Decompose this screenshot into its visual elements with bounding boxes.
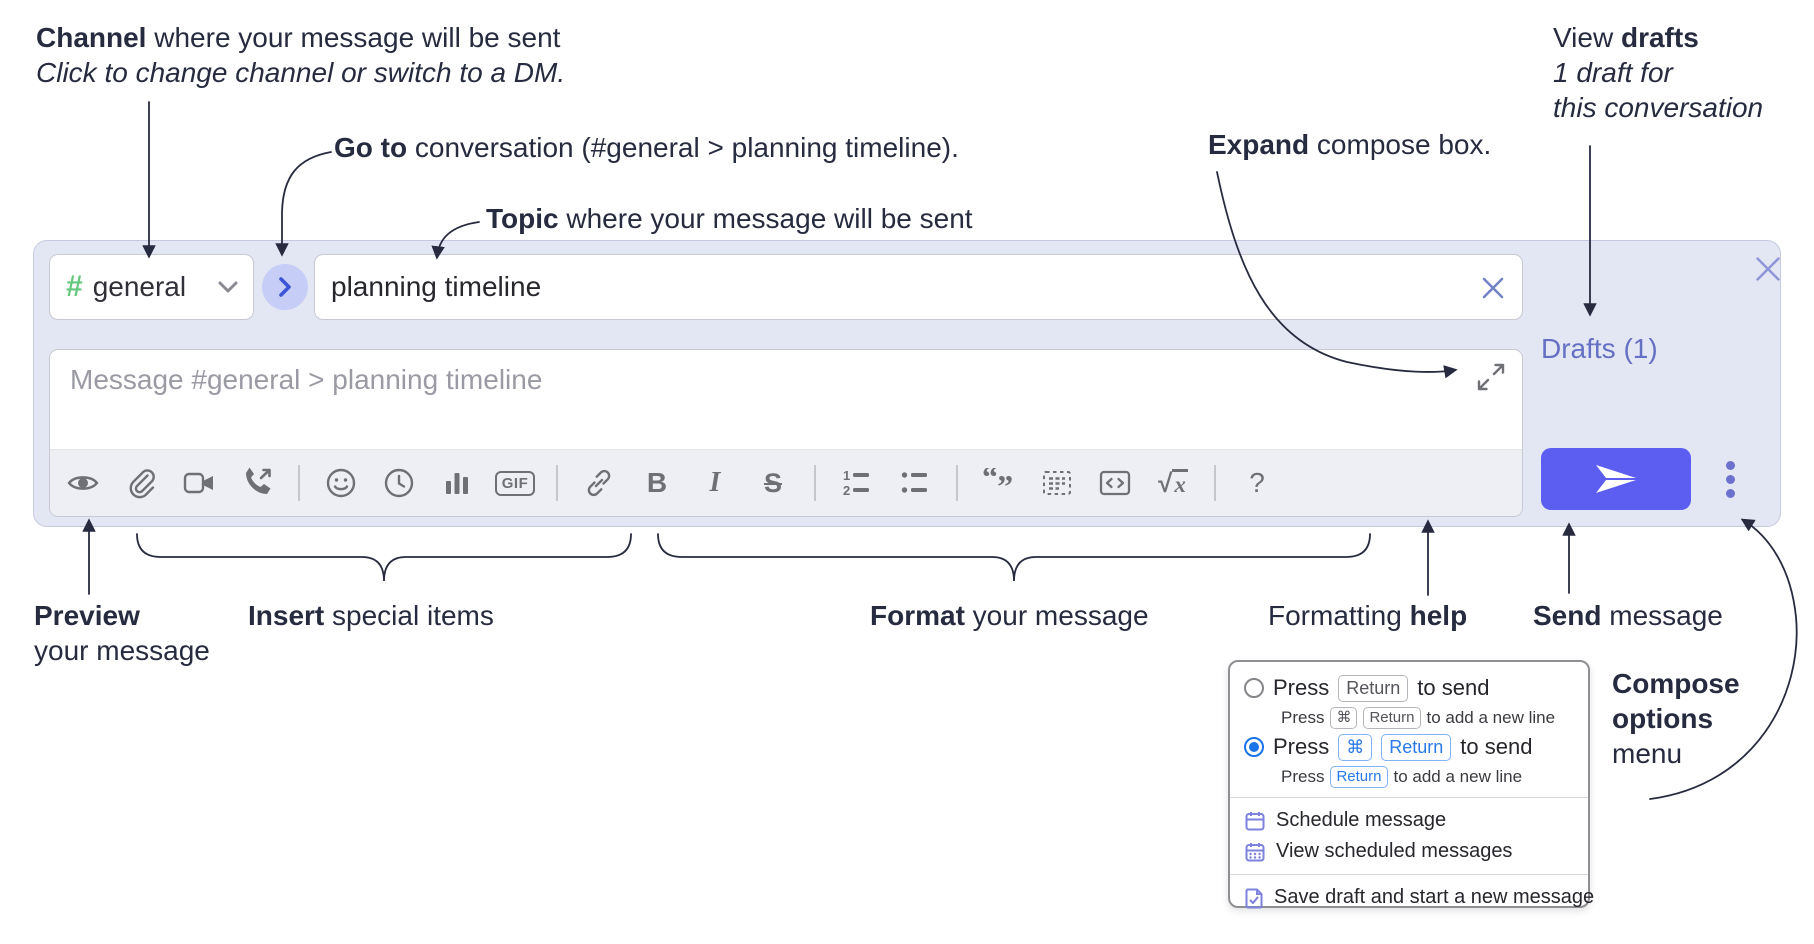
format-annotation: Format your message: [870, 600, 1149, 631]
calendar-grid-icon: [1244, 841, 1266, 863]
menu-text: Press: [1281, 707, 1325, 727]
compose-options-annotation: Compose options menu: [1612, 668, 1740, 769]
menu-divider: [1230, 797, 1588, 798]
menu-item-label: View scheduled messages: [1276, 840, 1513, 862]
bulleted-list-icon[interactable]: [898, 465, 932, 501]
spoiler-icon[interactable]: [1040, 465, 1074, 501]
menu-divider: [1230, 874, 1588, 875]
quote-icon[interactable]: “”: [982, 465, 1016, 501]
ellipsis-dot: [1725, 474, 1735, 484]
svg-text:“: “: [982, 468, 998, 495]
send-annotation: Send message: [1533, 600, 1723, 631]
toolbar-divider: [1214, 465, 1216, 501]
channel-name: general: [92, 271, 187, 302]
toolbar-divider: [298, 465, 300, 501]
toolbar-divider: [556, 465, 558, 501]
svg-text:2: 2: [843, 483, 850, 498]
menu-item-label: Schedule message: [1276, 809, 1447, 831]
compose-options-button[interactable]: [1708, 448, 1752, 510]
send-plane-icon: [1593, 463, 1639, 495]
toolbar-divider: [814, 465, 816, 501]
draft-check-icon: [1244, 887, 1264, 909]
kbd-key: ⌘: [1338, 733, 1373, 761]
menu-text: to add a new line: [1426, 707, 1556, 727]
view-drafts-annotation: View drafts 1 draft for this conversatio…: [1553, 22, 1764, 123]
go-to-conversation-button[interactable]: [262, 264, 308, 310]
gif-icon[interactable]: GIF: [494, 465, 536, 501]
drafts-link[interactable]: Drafts (1): [1541, 333, 1658, 364]
menu-item-schedule-message[interactable]: Schedule message: [1244, 805, 1574, 836]
code-icon[interactable]: [1098, 465, 1132, 501]
radio-selected-icon[interactable]: [1244, 737, 1264, 757]
help-icon[interactable]: ?: [1249, 467, 1265, 498]
link-icon[interactable]: [582, 465, 616, 501]
svg-text:”: ”: [997, 468, 1013, 498]
menu-subtext-return-newline: Press Return to add a new line: [1281, 763, 1574, 790]
close-compose-icon[interactable]: [1750, 251, 1786, 287]
connector-goto-arrow: [275, 151, 332, 257]
calendar-icon: [1244, 810, 1266, 832]
channel-selector[interactable]: # general: [49, 254, 254, 320]
italic-icon[interactable]: I: [709, 467, 721, 498]
menu-text: to add a new line: [1393, 766, 1523, 786]
svg-text:1: 1: [843, 468, 850, 483]
ellipsis-dot: [1725, 460, 1735, 470]
menu-item-view-scheduled-messages[interactable]: View scheduled messages: [1244, 836, 1574, 867]
preview-annotation: Preview your message: [34, 600, 210, 666]
kbd-key: ⌘: [1330, 706, 1358, 729]
message-placeholder: Message #general > planning timeline: [70, 364, 543, 395]
kbd-key: Return: [1338, 674, 1409, 702]
menu-text: to send: [1417, 675, 1490, 700]
channel-hash-icon: #: [66, 270, 83, 303]
send-button[interactable]: [1541, 448, 1691, 510]
video-call-icon[interactable]: [182, 465, 216, 501]
insert-annotation: Insert special items: [248, 600, 494, 631]
radio-unselected-icon[interactable]: [1244, 678, 1264, 698]
menu-text: Press: [1273, 675, 1330, 700]
compose-box: # general planning timeline Message #gen…: [33, 240, 1781, 527]
chevron-down-icon: [217, 279, 239, 295]
expand-compose-icon[interactable]: [1476, 362, 1506, 392]
strikethrough-icon[interactable]: S: [763, 467, 782, 498]
ellipsis-dot: [1725, 488, 1735, 498]
menu-radio-return-to-send[interactable]: Press Return to send: [1244, 672, 1574, 704]
kbd-key: Return: [1330, 765, 1388, 788]
kbd-key: Return: [1363, 706, 1421, 729]
menu-item-label: Save draft and start a new message: [1274, 886, 1595, 908]
menu-radio-cmd-return-to-send[interactable]: Press ⌘ Return to send: [1244, 731, 1574, 763]
menu-text: to send: [1460, 734, 1533, 759]
emoji-icon[interactable]: [324, 465, 358, 501]
time-icon[interactable]: [382, 465, 416, 501]
bold-icon[interactable]: B: [646, 467, 668, 498]
attach-file-icon[interactable]: [124, 465, 158, 501]
menu-text: Press: [1281, 766, 1325, 786]
audio-call-icon[interactable]: [240, 465, 274, 501]
goto-annotation: Go to conversation (#general > planning …: [334, 132, 959, 163]
preview-eye-icon[interactable]: [66, 465, 100, 501]
menu-subtext-cmd-return-newline: Press ⌘Return to add a new line: [1281, 704, 1574, 731]
kbd-key: Return: [1381, 733, 1452, 761]
menu-text: Press: [1273, 734, 1330, 759]
brace-format-group: [657, 533, 1371, 582]
clear-topic-icon[interactable]: [1478, 273, 1508, 303]
formatting-help-annotation: Formatting help: [1268, 600, 1468, 631]
topic-value: planning timeline: [331, 271, 542, 302]
menu-item-save-draft[interactable]: Save draft and start a new message: [1244, 882, 1594, 913]
math-icon[interactable]: √x: [1158, 468, 1188, 498]
chevron-right-icon: [274, 275, 296, 299]
poll-icon[interactable]: [440, 465, 474, 501]
topic-input[interactable]: planning timeline: [314, 254, 1523, 320]
channel-annotation: Channel where your message will be sent …: [36, 22, 566, 88]
expand-annotation: Expand compose box.: [1208, 129, 1492, 160]
toolbar-divider: [956, 465, 958, 501]
brace-insert-group: [136, 533, 632, 582]
topic-annotation: Topic where your message will be sent: [486, 203, 973, 234]
message-input[interactable]: Message #general > planning timeline GIF…: [49, 349, 1523, 517]
